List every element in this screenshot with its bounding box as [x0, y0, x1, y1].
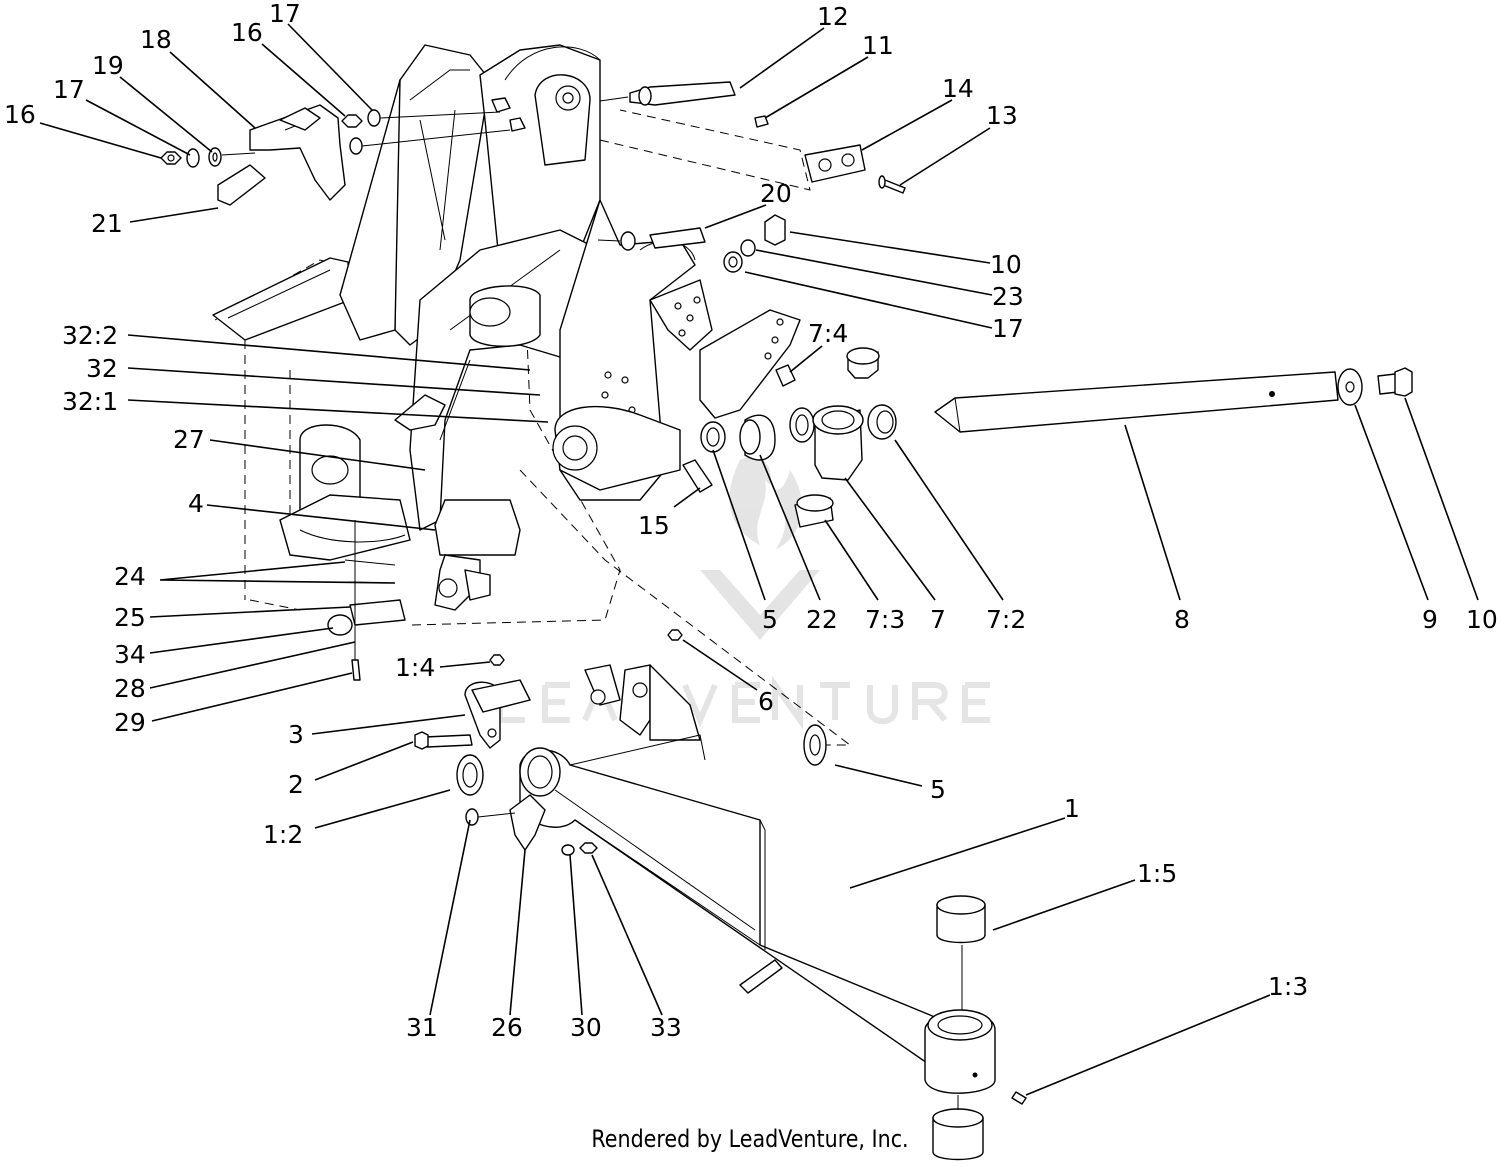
callout-1-4: 1:4	[395, 653, 435, 682]
rendered-by-credit: Rendered by LeadVenture, Inc.	[591, 1125, 909, 1153]
shaft-assembly-drawing	[682, 347, 1413, 528]
callout-25: 25	[114, 603, 146, 632]
callout-1-3: 1:3	[1268, 972, 1308, 1001]
callout-30: 30	[570, 1013, 602, 1042]
callout-12: 12	[817, 2, 849, 31]
callout-16: 16	[4, 100, 36, 129]
callout-34: 34	[114, 640, 146, 669]
callout-17: 17	[992, 314, 1024, 343]
callout-2: 2	[288, 770, 304, 799]
main-frame-drawing	[212, 44, 852, 746]
callout-5: 5	[762, 605, 778, 634]
lower-arm-drawing	[327, 520, 1027, 1161]
callout-1-2: 1:2	[263, 820, 303, 849]
callout-32-2: 32:2	[62, 321, 118, 350]
callout-9: 9	[1422, 605, 1438, 634]
callout-28: 28	[114, 674, 146, 703]
callout-3: 3	[288, 720, 304, 749]
callout-labels: 16 17 19 18 16 17 21 12 11 14 13 20 10 2…	[4, 0, 1498, 1042]
leader-lines	[39, 23, 1479, 1096]
callout-21: 21	[91, 209, 123, 238]
callout-24: 24	[114, 562, 146, 591]
callout-11: 11	[862, 31, 894, 60]
callout-27: 27	[173, 425, 205, 454]
callout-14: 14	[942, 74, 974, 103]
callout-5: 5	[930, 775, 946, 804]
callout-15: 15	[638, 511, 670, 540]
callout-19: 19	[92, 51, 124, 80]
callout-26: 26	[491, 1013, 523, 1042]
callout-33: 33	[650, 1013, 682, 1042]
callout-31: 31	[406, 1013, 438, 1042]
callout-8: 8	[1174, 605, 1190, 634]
callout-4: 4	[188, 489, 204, 518]
callout-10: 10	[1466, 605, 1498, 634]
callout-7-4: 7:4	[808, 319, 848, 348]
callout-22: 22	[806, 605, 838, 634]
callout-10: 10	[990, 250, 1022, 279]
callout-6: 6	[758, 687, 774, 716]
callout-7-2: 7:2	[986, 605, 1026, 634]
callout-32: 32	[86, 354, 118, 383]
callout-1: 1	[1064, 794, 1080, 823]
callout-16: 16	[231, 18, 263, 47]
callout-13: 13	[986, 101, 1018, 130]
callout-29: 29	[114, 708, 146, 737]
callout-1-5: 1:5	[1137, 859, 1177, 888]
callout-7: 7	[930, 605, 946, 634]
callout-7-3: 7:3	[865, 605, 905, 634]
callout-20: 20	[760, 179, 792, 208]
callout-32-1: 32:1	[62, 387, 118, 416]
callout-18: 18	[140, 25, 172, 54]
callout-17: 17	[269, 0, 301, 28]
callout-17: 17	[53, 75, 85, 104]
callout-23: 23	[992, 282, 1024, 311]
upper-hardware-drawing	[160, 81, 906, 273]
